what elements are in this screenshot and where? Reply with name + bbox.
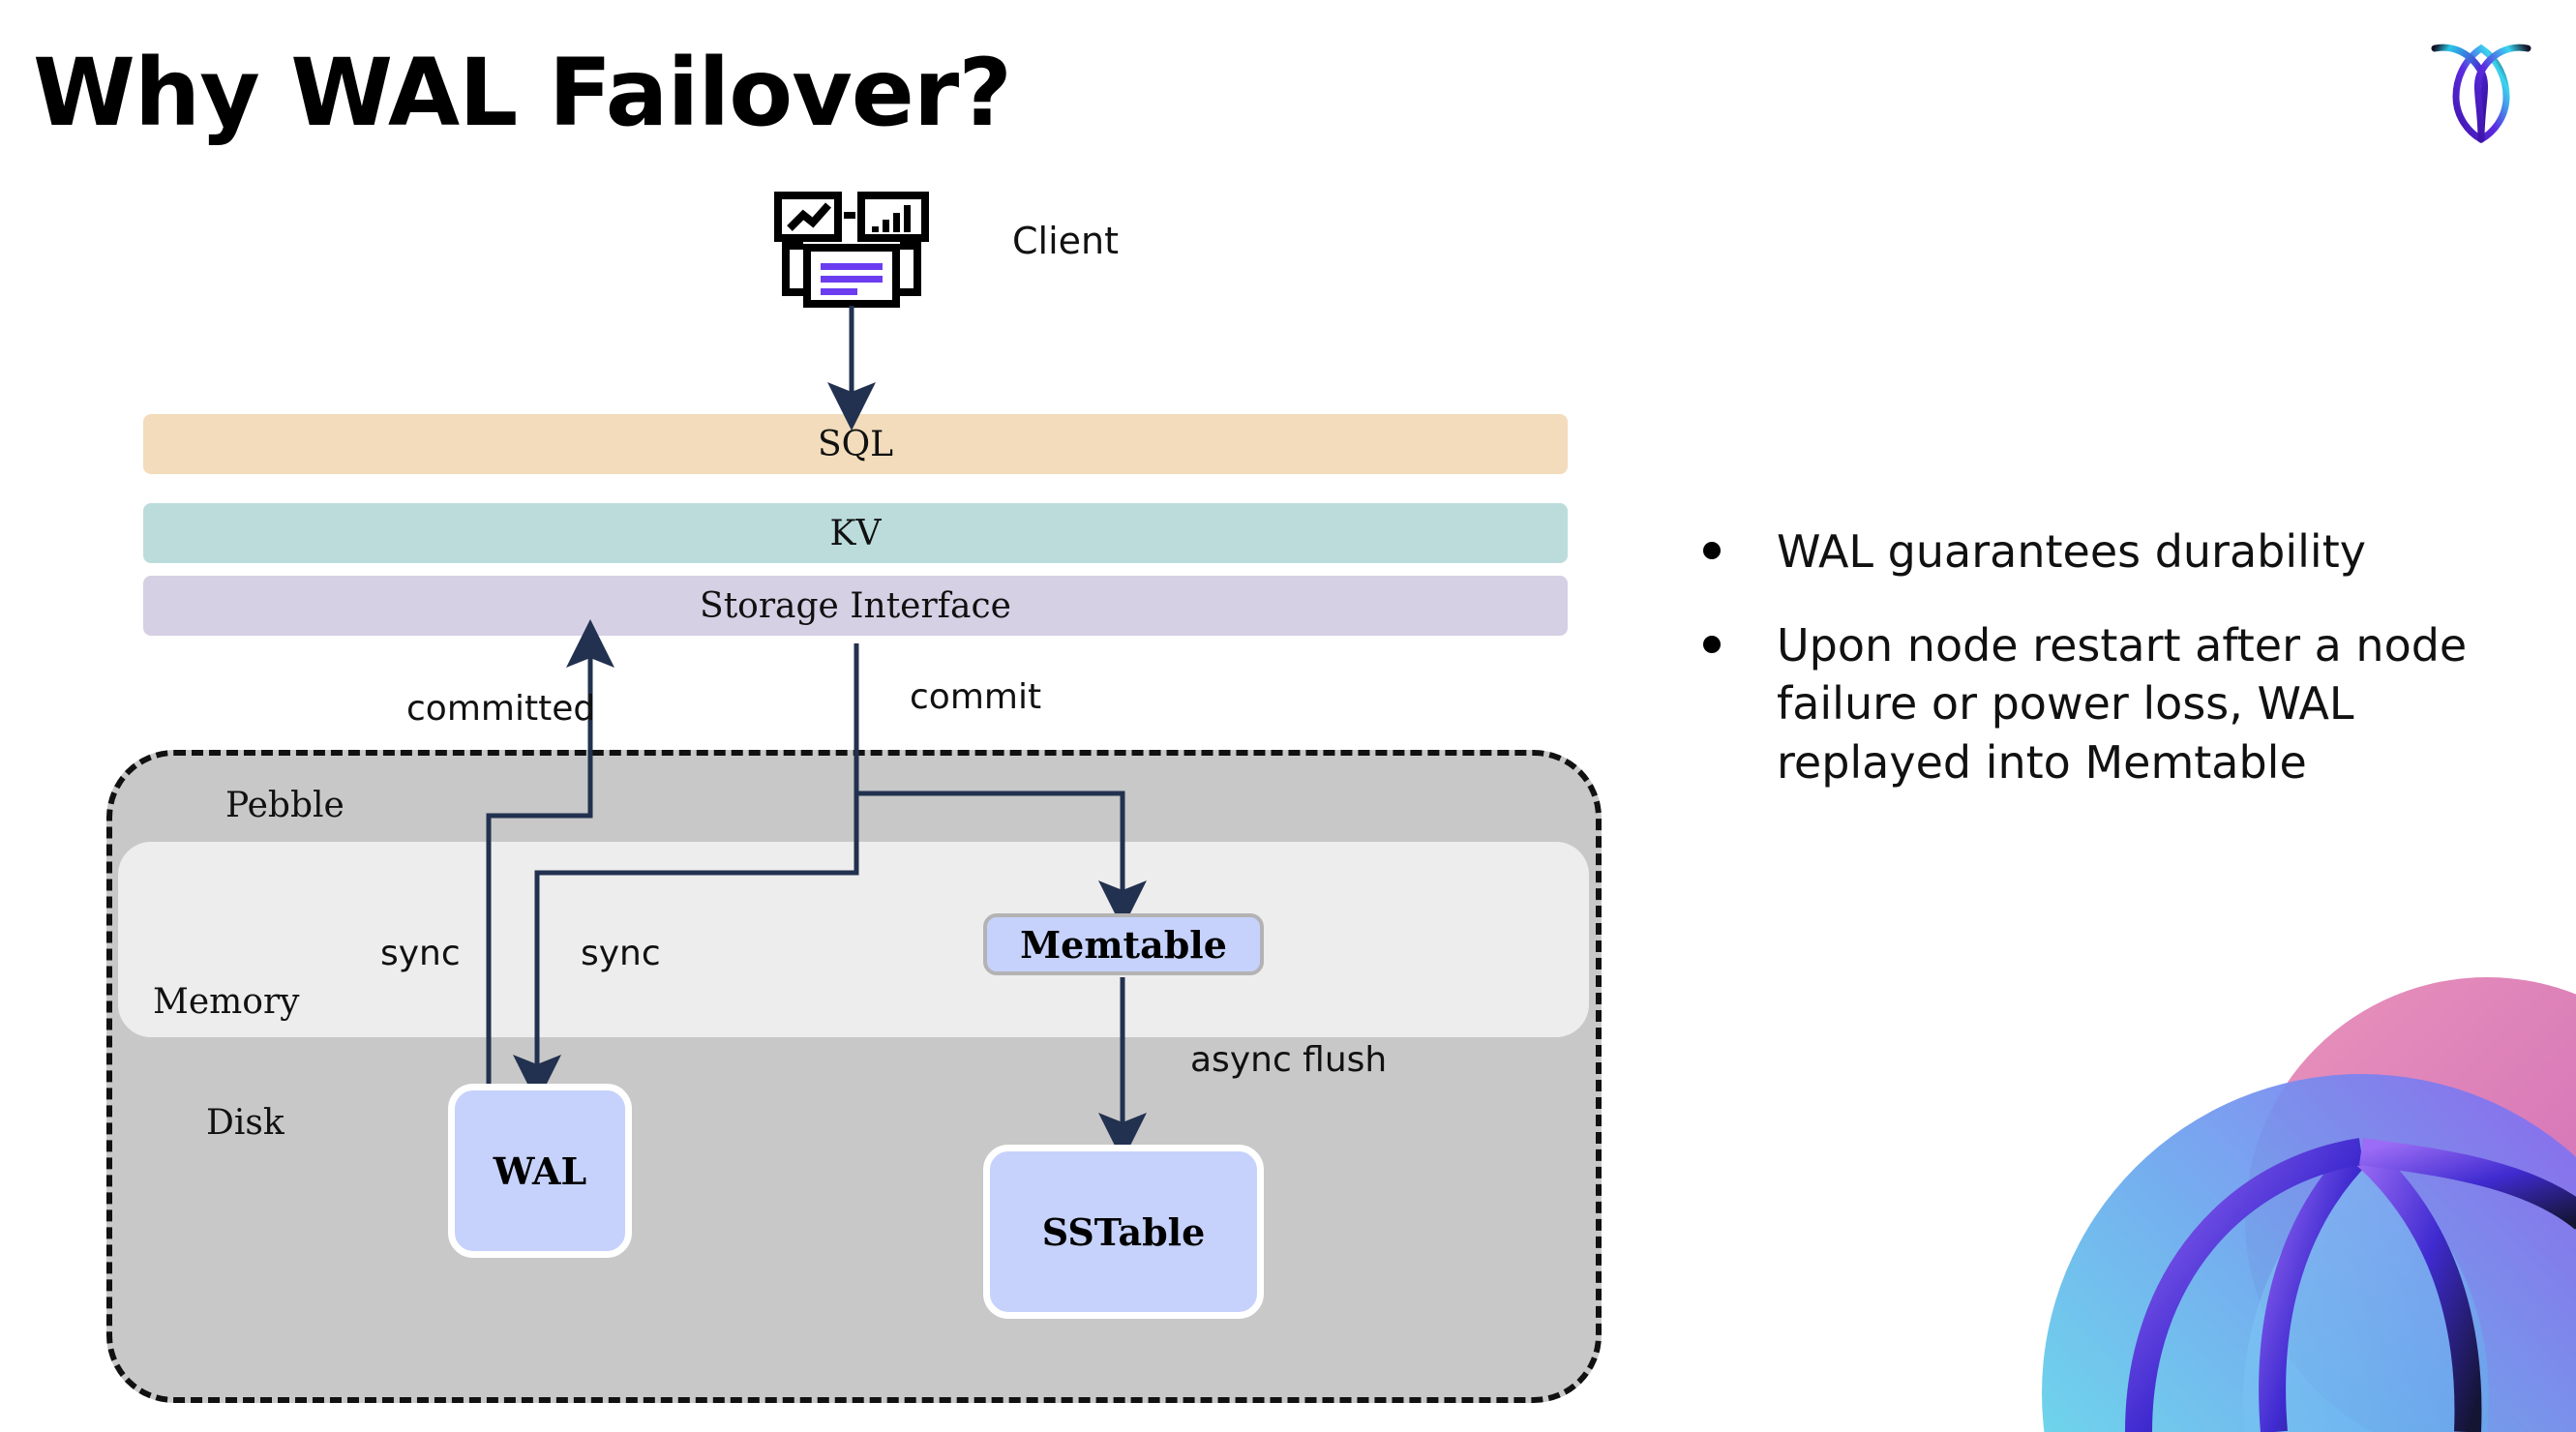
layer-storage-interface[interactable]: Storage Interface [143, 576, 1568, 636]
node-sstable[interactable]: SSTable [983, 1145, 1264, 1319]
node-memtable[interactable]: Memtable [983, 913, 1264, 975]
edge-label-commit: commit [910, 677, 1042, 717]
cockroachdb-logo-icon [2425, 27, 2537, 144]
client-label: Client [1012, 220, 1120, 262]
architecture-diagram: Client SQL KV Storage Interface Pebble M… [106, 192, 1602, 1403]
layer-sql[interactable]: SQL [143, 414, 1568, 474]
bullet-dot-icon [1703, 542, 1721, 559]
list-item: Upon node restart after a node failure o… [1703, 616, 2506, 792]
list-item: WAL guarantees durability [1703, 522, 2506, 582]
edge-label-async-flush: async flush [1190, 1040, 1388, 1080]
edge-label-sync-right: sync [581, 934, 661, 973]
bullet-text: WAL guarantees durability [1777, 525, 2366, 578]
node-wal[interactable]: WAL [448, 1084, 632, 1258]
edge-label-committed: committed [406, 689, 596, 729]
memory-label: Memory [153, 982, 300, 1022]
page-title: Why WAL Failover? [33, 39, 1012, 147]
disk-label: Disk [206, 1103, 285, 1143]
client-dashboard-icon [774, 192, 929, 308]
layer-kv[interactable]: KV [143, 503, 1568, 563]
bullet-dot-icon [1703, 635, 1721, 653]
memory-zone [118, 842, 1589, 1037]
edge-label-sync-left: sync [380, 934, 461, 973]
pebble-label: Pebble [225, 786, 344, 825]
cockroachdb-watermark-icon [1945, 929, 2576, 1432]
bullet-text: Upon node restart after a node failure o… [1777, 618, 2468, 790]
bullet-list: WAL guarantees durability Upon node rest… [1703, 522, 2506, 827]
